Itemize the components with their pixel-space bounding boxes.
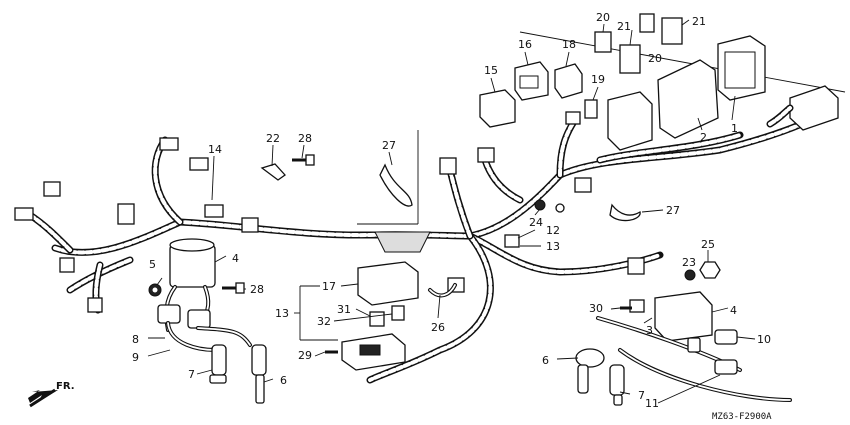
callout-11: 11 (645, 397, 659, 410)
callout-26: 26 (431, 321, 445, 334)
callout-17: 17 (322, 280, 336, 293)
callout-29: 29 (298, 349, 312, 362)
callout-27-right: 27 (666, 204, 680, 217)
callout-6-right: 6 (542, 354, 549, 367)
callout-1: 1 (731, 122, 738, 135)
callout-27-left: 27 (382, 139, 396, 152)
callout-7-right: 7 (638, 389, 645, 402)
callout-16: 16 (518, 38, 532, 51)
leader-lines (147, 19, 756, 404)
harness-connectors (14, 111, 645, 313)
ignition-coil-left (164, 238, 216, 332)
callout-24: 24 (529, 216, 543, 229)
callout-30: 30 (589, 302, 603, 315)
hardware-small (148, 154, 721, 354)
callout-28-top: 28 (298, 132, 312, 145)
callout-13-right: 13 (546, 240, 560, 253)
callout-9: 9 (132, 351, 139, 364)
callout-22: 22 (266, 132, 280, 145)
callout-10: 10 (757, 333, 771, 346)
front-direction-label: FR. (56, 381, 75, 392)
callout-4-left: 4 (232, 252, 239, 265)
ignition-coil-right (575, 291, 792, 406)
callout-19: 19 (591, 73, 605, 86)
relay-group (479, 13, 839, 151)
callout-25: 25 (701, 238, 715, 251)
callout-21-left: 21 (617, 20, 631, 33)
plug-wires-left (157, 304, 267, 404)
callout-20-mid: 20 (648, 52, 662, 65)
callout-3: 3 (646, 324, 653, 337)
callout-2: 2 (700, 131, 707, 144)
callout-6-left: 6 (280, 374, 287, 387)
callout-23: 23 (682, 256, 696, 269)
callout-28-bottom: 28 (250, 283, 264, 296)
callout-15: 15 (484, 64, 498, 77)
callout-12: 12 (546, 224, 560, 237)
callout-32: 32 (317, 315, 331, 328)
callout-18: 18 (562, 38, 576, 51)
callout-5: 5 (149, 258, 156, 271)
callout-7-left: 7 (188, 368, 195, 381)
callout-20-top: 20 (596, 11, 610, 24)
igniter-unit (341, 261, 419, 371)
callout-13-left: 13 (275, 307, 289, 320)
callout-labels: 1 2 3 4 4 5 6 6 7 7 8 9 10 11 12 13 13 1… (132, 11, 771, 410)
divider-lines (357, 31, 846, 225)
callout-31: 31 (337, 303, 351, 316)
callout-14: 14 (208, 143, 222, 156)
callout-4-right: 4 (730, 304, 737, 317)
front-direction-arrow: FR. (28, 381, 75, 408)
callout-21-right: 21 (692, 15, 706, 28)
drawing-code: MZ63-F2900A (712, 412, 772, 422)
callout-8: 8 (132, 333, 139, 346)
